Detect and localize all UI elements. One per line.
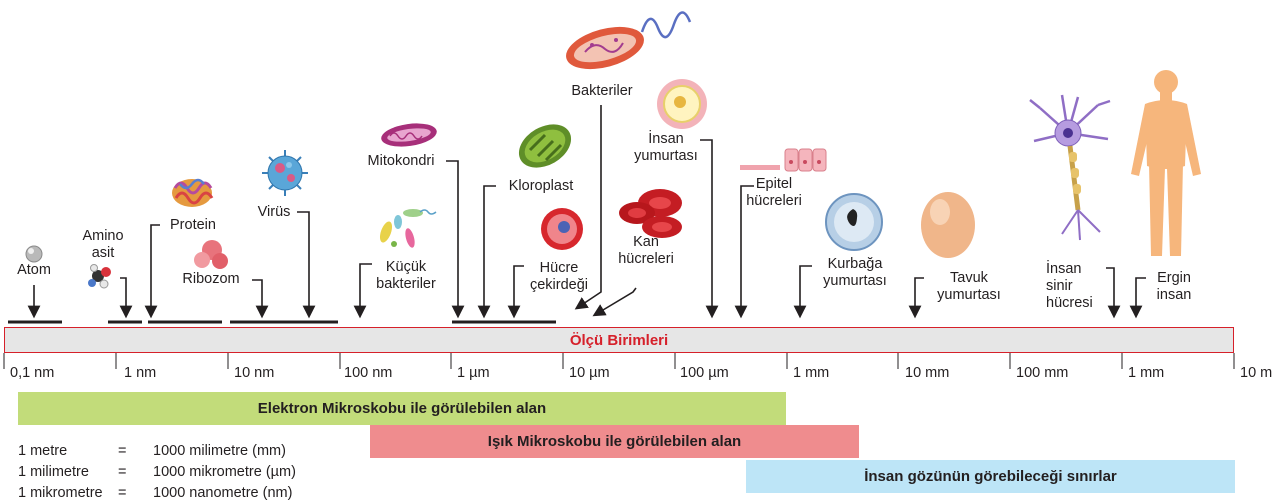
protein-icon	[172, 178, 214, 207]
scale-label: 1 mm	[793, 365, 830, 381]
scale-label: 100 mm	[1016, 365, 1069, 381]
measurement-bar-title: Ölçü Birimleri	[569, 332, 669, 349]
human-egg-label: İnsan yumurtası	[634, 131, 698, 164]
protein-label: Protein	[170, 217, 216, 233]
human-eye-band: İnsan gözünün görebileceği sınırlar	[746, 460, 1235, 493]
chicken-egg-label: Tavuk yumurtası	[937, 270, 1001, 303]
human-egg-arrow	[700, 139, 719, 319]
conversion-row: 1 milimetre = 1000 mikrometre (µm)	[18, 462, 296, 483]
unit-conversions: 1 metre = 1000 milimetre (mm) 1 milimetr…	[18, 441, 296, 504]
protein-arrow	[144, 224, 160, 319]
mitochondria-icon	[381, 123, 437, 147]
virus-icon	[262, 150, 308, 196]
light-microscope-band: Işık Mikroskobu ile görülebilen alan	[370, 425, 859, 458]
nerve-cell-icon	[1029, 94, 1111, 241]
scale-label: 10 µm	[569, 365, 610, 381]
frog-egg-label: Kurbağa yumurtası	[823, 256, 887, 289]
blood-cells-arrow	[592, 287, 637, 317]
unit-value: 1000 mikrometre (µm)	[153, 464, 296, 480]
virus-arrow	[297, 211, 316, 319]
frog-egg-icon	[825, 193, 883, 251]
light-microscope-label: Işık Mikroskobu ile görülebilen alan	[487, 433, 742, 450]
nucleus-icon	[541, 208, 583, 250]
bacteria-icon	[566, 11, 692, 70]
scale-label: 10 nm	[234, 365, 275, 381]
nucleus-arrow	[507, 265, 524, 319]
amino-acid-label: Amino asit	[82, 228, 124, 261]
small-bacteria-arrow	[353, 263, 372, 319]
nucleus-label: Hücre çekirdeği	[529, 260, 589, 293]
frog-egg-arrow	[793, 265, 812, 319]
nerve-cell-label: İnsan sinir hücresi	[1046, 261, 1093, 311]
chloroplast-arrow	[477, 185, 496, 319]
virus-label: Virüs	[257, 204, 291, 220]
epithelial-arrow	[734, 185, 754, 319]
human-icon	[1131, 70, 1201, 256]
amino-acid-icon	[88, 264, 111, 289]
human-label: Ergin insan	[1156, 270, 1192, 303]
blood-cells-label: Kan hücreleri	[618, 234, 674, 267]
ribosome-label: Ribozom	[182, 271, 240, 287]
equals-sign: =	[118, 464, 127, 480]
ribosome-icon	[194, 240, 228, 269]
epithelial-label: Epitel hücreleri	[746, 176, 802, 209]
conversion-row: 1 metre = 1000 milimetre (mm)	[18, 441, 296, 462]
amino-acid-arrow	[119, 277, 133, 319]
atom-icon	[25, 245, 43, 263]
scale-label: 1 mm	[1128, 365, 1165, 381]
atom-label: Atom	[17, 262, 51, 278]
unit-name: 1 milimetre	[18, 464, 89, 480]
chicken-egg-icon	[921, 192, 975, 258]
small-bacteria-label: Küçük bakteriler	[376, 259, 436, 292]
chloroplast-icon	[518, 124, 572, 168]
scale-label: 1 µm	[457, 365, 490, 381]
unit-name: 1 metre	[18, 443, 68, 459]
equals-sign: =	[118, 485, 127, 501]
ribosome-arrow	[252, 279, 269, 319]
small-bacteria-icon	[379, 209, 437, 248]
unit-name: 1 mikrometre	[18, 485, 103, 501]
scale-label: 100 µm	[680, 365, 729, 381]
blood-cells-icon	[619, 189, 682, 238]
human-egg-icon	[657, 79, 707, 129]
bacteria-label: Bakteriler	[571, 83, 633, 99]
unit-value: 1000 milimetre (mm)	[153, 443, 286, 459]
measurement-bar: Ölçü Birimleri	[4, 327, 1234, 353]
bacteria-arrow	[574, 105, 602, 310]
mitochondria-arrow	[446, 160, 465, 319]
equals-sign: =	[118, 443, 127, 459]
scale-label: 1 nm	[124, 365, 157, 381]
human-arrow	[1129, 277, 1146, 319]
mitochondria-label: Mitokondri	[367, 153, 435, 169]
chloroplast-label: Kloroplast	[508, 178, 574, 194]
unit-value: 1000 nanometre (nm)	[153, 485, 293, 501]
electron-microscope-label: Elektron Mikroskobu ile görülebilen alan	[257, 400, 547, 417]
scale-label: 10 m	[1240, 365, 1273, 381]
nerve-cell-arrow	[1106, 267, 1121, 319]
epithelial-icon	[740, 148, 827, 172]
electron-microscope-band: Elektron Mikroskobu ile görülebilen alan	[18, 392, 786, 425]
conversion-row: 1 mikrometre = 1000 nanometre (nm)	[18, 483, 296, 504]
scale-label: 100 nm	[344, 365, 393, 381]
chicken-egg-arrow	[908, 277, 924, 319]
scale-label: 0,1 nm	[10, 365, 55, 381]
human-eye-label: İnsan gözünün görebileceği sınırlar	[864, 468, 1117, 485]
scale-label: 10 mm	[905, 365, 950, 381]
